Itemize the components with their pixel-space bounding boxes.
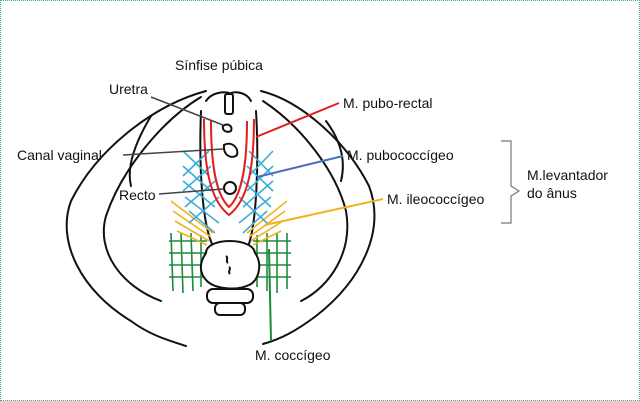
label-pubo-rectal: M. pubo-rectal [343, 95, 432, 111]
label-uretra: Uretra [109, 81, 148, 97]
urethra-pointer [151, 97, 223, 125]
coccygeus-pointer [269, 249, 271, 341]
label-recto: Recto [119, 187, 156, 203]
label-sinfise: Sínfise púbica [175, 57, 263, 73]
label-coccigeo: M. coccígeo [255, 347, 330, 363]
vaginal-opening [224, 144, 237, 157]
openings [223, 125, 237, 194]
label-ileococcigeo: M. ileococcígeo [387, 191, 484, 207]
label-pubococcigeo: M. pubococcígeo [347, 147, 454, 163]
coccyx [201, 241, 259, 315]
label-levantador-line1: M.levantador [527, 167, 608, 183]
label-canal-vaginal: Canal vaginal [17, 147, 102, 163]
urethra-opening [223, 125, 232, 132]
puborectalis-muscle [204, 119, 254, 215]
label-levantador-line2: do ânus [527, 185, 577, 201]
levator-bracket [501, 141, 519, 223]
rectal-opening [224, 182, 236, 194]
